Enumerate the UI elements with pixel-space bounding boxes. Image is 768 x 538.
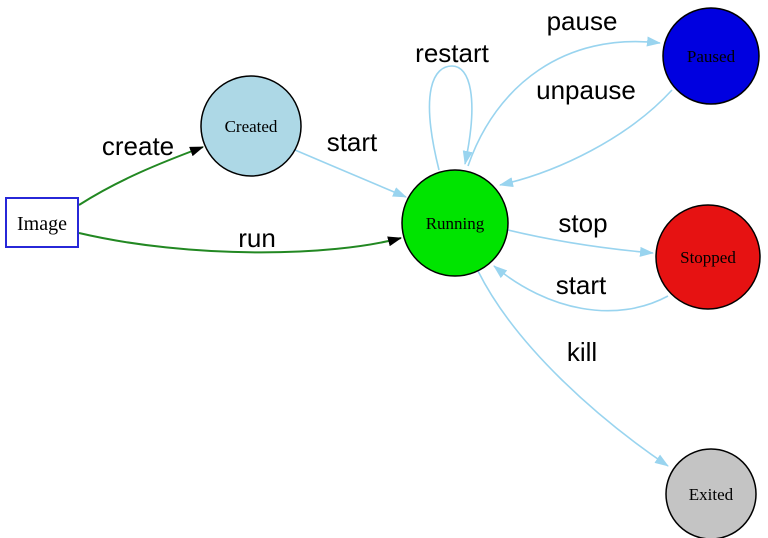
edges xyxy=(78,36,673,467)
edge-labels: create run start restart pause unpause s… xyxy=(102,6,636,367)
node-running xyxy=(401,169,509,277)
edge-create xyxy=(78,146,204,206)
node-stopped xyxy=(655,204,761,310)
edge-start-stopped xyxy=(493,265,669,312)
edge-start-created xyxy=(294,149,407,198)
edge-pause xyxy=(467,36,661,167)
node-image-label: Image xyxy=(17,213,67,235)
edge-unpause xyxy=(499,89,673,188)
node-exited xyxy=(665,448,757,538)
edge-label-start-created: start xyxy=(327,127,378,157)
node-running-label: Running xyxy=(426,214,485,233)
node-image xyxy=(5,197,79,248)
node-stopped-label: Stopped xyxy=(680,248,736,267)
edge-label-stop: stop xyxy=(558,208,607,238)
edge-run xyxy=(78,232,402,254)
node-paused-label: Paused xyxy=(687,47,736,66)
edge-stop xyxy=(507,229,654,257)
edge-kill xyxy=(477,270,669,467)
node-created xyxy=(200,75,302,177)
node-paused xyxy=(662,7,760,105)
edge-label-restart: restart xyxy=(415,38,489,68)
edge-label-start-stopped: start xyxy=(556,270,607,300)
node-exited-label: Exited xyxy=(689,485,734,504)
edge-label-pause: pause xyxy=(547,6,618,36)
edge-label-unpause: unpause xyxy=(536,75,636,105)
edge-restart-self-loop xyxy=(428,65,473,171)
nodes: Image Created Running Paused Stopped Exi… xyxy=(5,7,761,538)
edge-label-create: create xyxy=(102,131,174,161)
edge-label-kill: kill xyxy=(567,337,597,367)
node-created-label: Created xyxy=(225,117,278,136)
edge-label-run: run xyxy=(238,223,276,253)
